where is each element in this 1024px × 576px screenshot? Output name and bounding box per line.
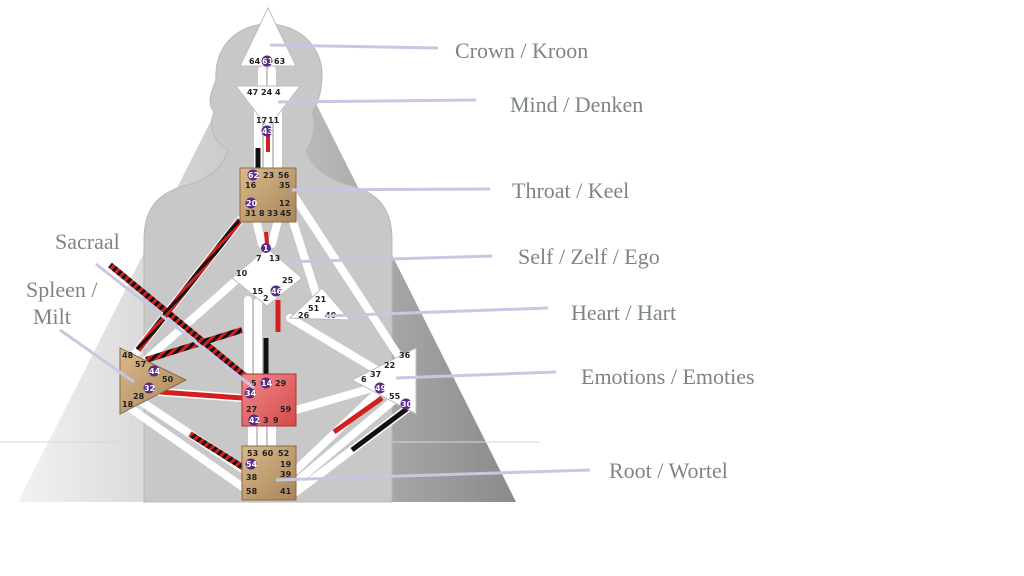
label-mind: Mind / Denken (510, 92, 643, 117)
svg-text:38: 38 (246, 473, 258, 482)
svg-text:1: 1 (263, 244, 269, 253)
svg-text:22: 22 (384, 361, 395, 370)
svg-text:18: 18 (122, 400, 134, 409)
svg-text:47: 47 (247, 88, 258, 97)
throat-center[interactable] (239, 167, 297, 223)
pointer-spleen (59, 328, 135, 384)
svg-text:35: 35 (279, 181, 291, 190)
svg-text:37: 37 (370, 370, 381, 379)
svg-text:55: 55 (389, 392, 401, 401)
svg-text:49: 49 (375, 384, 387, 393)
svg-text:27: 27 (246, 405, 257, 414)
svg-text:46: 46 (271, 287, 283, 296)
label-crown: Crown / Kroon (455, 38, 588, 63)
pointer-crown (269, 43, 439, 50)
svg-text:11: 11 (268, 116, 280, 125)
svg-text:23: 23 (263, 171, 274, 180)
label-self: Self / Zelf / Ego (518, 244, 660, 269)
label-emotions: Emotions / Emoties (581, 364, 755, 389)
svg-text:15: 15 (252, 287, 264, 296)
svg-text:58: 58 (246, 487, 258, 496)
pointer-throat (291, 187, 491, 192)
svg-text:26: 26 (298, 311, 310, 320)
label-spleen-line2: Milt (33, 304, 71, 329)
svg-text:53: 53 (247, 449, 258, 458)
label-root: Root / Wortel (609, 458, 728, 483)
svg-text:2: 2 (263, 294, 269, 303)
svg-text:57: 57 (135, 360, 146, 369)
svg-text:50: 50 (162, 375, 174, 384)
svg-text:14: 14 (261, 379, 273, 388)
svg-text:9: 9 (273, 416, 279, 425)
channels-activated (108, 132, 410, 471)
svg-text:13: 13 (269, 254, 280, 263)
svg-text:20: 20 (246, 199, 258, 208)
svg-text:10: 10 (236, 269, 248, 278)
svg-text:36: 36 (399, 351, 411, 360)
svg-text:12: 12 (279, 199, 290, 208)
self-center (231, 247, 303, 307)
svg-text:45: 45 (280, 209, 292, 218)
svg-text:39: 39 (280, 470, 292, 479)
pointer-root (275, 468, 591, 482)
svg-text:8: 8 (259, 209, 265, 218)
svg-text:34: 34 (245, 389, 257, 398)
svg-text:29: 29 (275, 379, 287, 388)
svg-text:4: 4 (275, 88, 281, 97)
label-throat: Throat / Keel (512, 178, 629, 203)
pointer-mind (277, 98, 477, 104)
svg-text:5: 5 (251, 379, 257, 388)
svg-text:44: 44 (149, 367, 161, 376)
label-spleen-line1: Spleen / (26, 277, 98, 302)
svg-text:64: 64 (249, 57, 261, 66)
svg-text:61: 61 (262, 57, 274, 66)
pointer-emotions (395, 370, 557, 380)
svg-text:19: 19 (280, 460, 292, 469)
pointer-self (283, 254, 493, 264)
svg-text:41: 41 (280, 487, 292, 496)
svg-text:32: 32 (144, 384, 155, 393)
svg-text:33: 33 (267, 209, 278, 218)
label-sacral: Sacraal (55, 229, 120, 254)
spleen-center (119, 347, 188, 415)
gate-numbers: 64 61 63 47 24 4 17 11 43 62 23 56 16 35… (122, 55, 413, 496)
svg-text:42: 42 (249, 416, 260, 425)
svg-text:28: 28 (133, 392, 145, 401)
svg-text:17: 17 (256, 116, 267, 125)
svg-text:7: 7 (256, 254, 262, 263)
root-center[interactable] (241, 445, 297, 501)
mind-center (234, 85, 302, 129)
pointer-sacral (95, 262, 255, 390)
heart-center (288, 287, 352, 321)
pointer-heart (325, 306, 549, 318)
svg-text:51: 51 (308, 304, 320, 313)
svg-text:3: 3 (263, 416, 269, 425)
svg-text:43: 43 (262, 127, 273, 136)
emotions-center (350, 347, 417, 415)
svg-text:30: 30 (401, 400, 413, 409)
svg-text:63: 63 (274, 57, 285, 66)
svg-text:60: 60 (262, 449, 274, 458)
svg-text:6: 6 (361, 375, 367, 384)
label-heart: Heart / Hart (571, 300, 676, 325)
svg-text:56: 56 (278, 171, 290, 180)
svg-text:21: 21 (315, 295, 327, 304)
svg-text:16: 16 (245, 181, 257, 190)
svg-text:62: 62 (248, 171, 259, 180)
pointer-lines (59, 43, 591, 482)
svg-text:25: 25 (282, 276, 294, 285)
svg-text:59: 59 (280, 405, 292, 414)
svg-text:54: 54 (246, 460, 258, 469)
svg-text:31: 31 (245, 209, 257, 218)
svg-text:48: 48 (122, 351, 134, 360)
svg-text:52: 52 (278, 449, 289, 458)
svg-text:24: 24 (261, 88, 273, 97)
